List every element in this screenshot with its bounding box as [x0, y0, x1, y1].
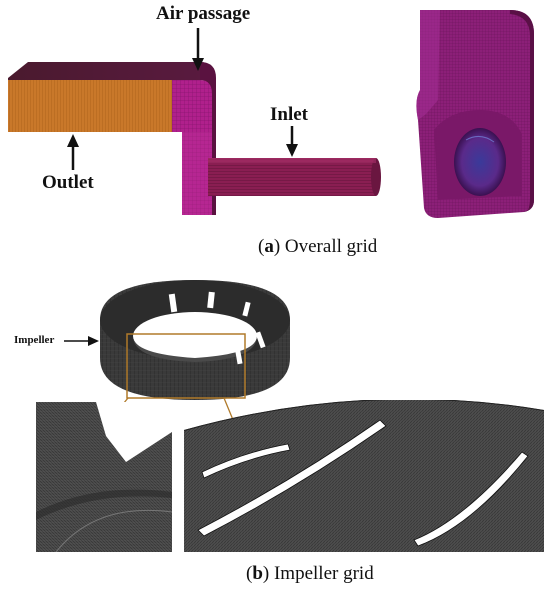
inlet-label: Inlet: [270, 104, 308, 125]
air-passage-label: Air passage: [156, 3, 251, 24]
impeller-zoom-right: [184, 400, 544, 552]
panel-a-overall-grid: Air passage Inlet Outlet (a) Overall gri…: [0, 0, 550, 262]
air-passage-arrow: [192, 28, 204, 71]
panel-b-caption: (b) Impeller grid: [246, 563, 374, 584]
panel-b-impeller-grid: Impeller: [0, 262, 550, 590]
inlet-arrow: [286, 126, 298, 157]
volute-side-view-model: [416, 10, 534, 218]
impeller-arrow: [64, 336, 99, 346]
outlet-label: Outlet: [42, 172, 94, 193]
impeller-zoom-left: [36, 402, 172, 552]
impeller-label: Impeller: [14, 334, 55, 346]
outlet-arrow: [67, 134, 79, 170]
panel-a-caption: (a) Overall grid: [258, 236, 378, 257]
impeller-ring-model: [100, 280, 290, 400]
passage-mesh-model: [8, 62, 381, 215]
